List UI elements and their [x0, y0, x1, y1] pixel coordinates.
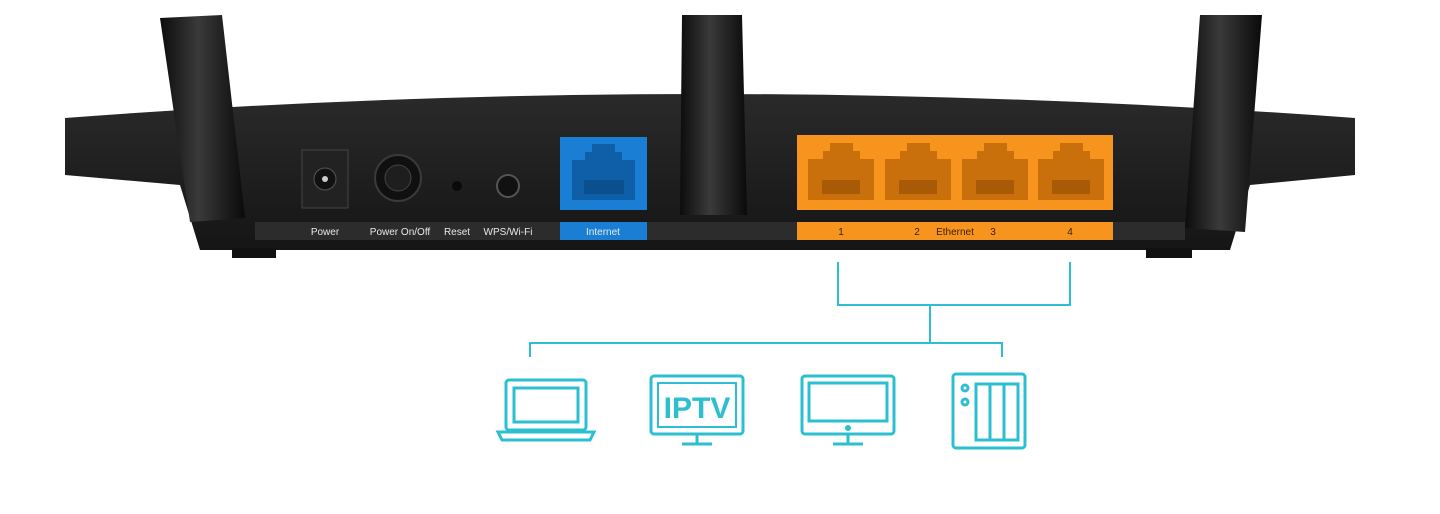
power-label: Power	[311, 227, 340, 238]
reset-button[interactable]	[452, 181, 462, 191]
desktop-monitor-icon	[800, 374, 896, 446]
antenna-right	[1185, 15, 1262, 232]
antenna-left	[160, 15, 245, 222]
wps-button[interactable]	[496, 174, 520, 198]
antenna-middle	[680, 15, 747, 215]
ethernet-label: Ethernet	[936, 227, 974, 238]
port2-label: 2	[914, 227, 920, 238]
internet-label: Internet	[586, 227, 620, 238]
ethernet-port-2[interactable]	[885, 143, 951, 200]
power-button[interactable]	[374, 154, 422, 202]
reset-label: Reset	[444, 227, 470, 238]
port1-label: 1	[838, 227, 844, 238]
connector-lines	[529, 262, 1071, 357]
ethernet-port-4[interactable]	[1038, 143, 1104, 200]
port3-label: 3	[990, 227, 996, 238]
power-onoff-label: Power On/Off	[370, 227, 431, 238]
iptv-icon: IPTV	[649, 374, 745, 446]
port4-label: 4	[1067, 227, 1073, 238]
internet-port[interactable]	[560, 137, 647, 210]
iptv-text: IPTV	[664, 392, 731, 425]
ethernet-port-1[interactable]	[808, 143, 874, 200]
laptop-icon	[495, 378, 597, 442]
ethernet-label-bg	[797, 222, 1113, 240]
ethernet-ports	[797, 135, 1113, 210]
power-jack[interactable]	[301, 149, 349, 209]
nas-icon	[951, 372, 1027, 450]
ethernet-port-3[interactable]	[962, 143, 1028, 200]
internet-label-bg	[560, 222, 647, 240]
wps-label: WPS/Wi-Fi	[484, 227, 533, 238]
